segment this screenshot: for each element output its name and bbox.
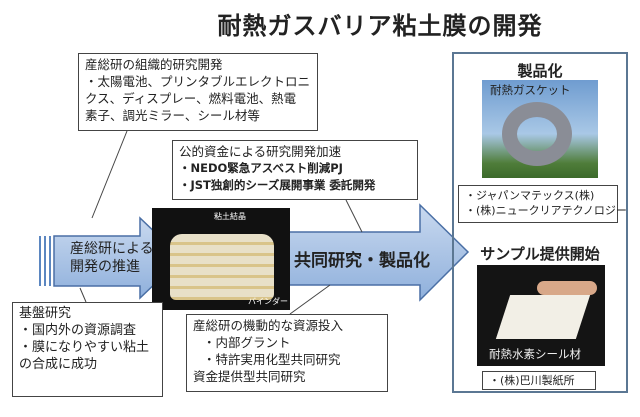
basic-research-line: ・国内外の資源調査 xyxy=(19,323,137,338)
gasket-label: 耐熱ガスケット xyxy=(490,83,571,97)
clay-crystal-label: 粘土結晶 xyxy=(214,212,246,221)
company-item: ・(株)ニュークリアテクノロジー xyxy=(465,204,627,217)
binder-label: バインダー xyxy=(248,297,288,306)
page-title: 耐熱ガスバリア粘土膜の開発 xyxy=(217,12,543,40)
public-funding-line: ・JST独創的シーズ展開事業 委託開発 xyxy=(179,178,376,192)
left-arrow-line: 開発の推進 xyxy=(70,259,140,275)
product-heading: 製品化 xyxy=(517,62,563,80)
org-research-line: ・太陽電池、プリンタブルエレクトロニ xyxy=(85,74,311,89)
resource-input-line: 資金提供型共同研究 xyxy=(193,369,306,384)
org-research-line: 素子、調光ミラー、シール材等 xyxy=(85,108,260,123)
gasket-photo: 耐熱ガスケット xyxy=(482,80,598,178)
basic-research-box: 基盤研究 ・国内外の資源調査 ・膜になりやすい粘土 の合成に成功 xyxy=(12,302,163,397)
productization-panel: 製品化 耐熱ガスケット ・ジャパンマテックス(株) ・(株)ニュークリアテクノロ… xyxy=(452,52,628,393)
basic-research-heading: 基盤研究 xyxy=(19,306,72,321)
company-item: ・ジャパンマテックス(株) xyxy=(465,189,595,202)
gasket-ring xyxy=(502,102,572,166)
company-item: ・(株)巴川製紙所 xyxy=(489,374,575,387)
product-companies-box: ・ジャパンマテックス(株) ・(株)ニュークリアテクノロジー xyxy=(458,185,627,223)
seal-photo: 耐熱水素シール材 xyxy=(477,265,605,366)
resource-input-box: 産総研の機動的な資源投入 ・内部グラント ・特許実用化型共同研究 資金提供型共同… xyxy=(186,314,388,392)
public-funding-box: 公的資金による研究開発加速 ・NEDO緊急アスベスト削減PJ ・JST独創的シー… xyxy=(172,140,418,200)
sample-heading: サンプル提供開始 xyxy=(480,245,600,263)
resource-input-heading: 産総研の機動的な資源投入 xyxy=(193,318,344,333)
public-funding-line: ・NEDO緊急アスベスト削減PJ xyxy=(179,161,343,175)
clay-photo: 粘土結晶 バインダー xyxy=(152,208,290,310)
left-arrow-line: 産総研による xyxy=(70,241,154,257)
basic-research-line: ・膜になりやすい粘土 xyxy=(19,340,150,355)
basic-research-line: の合成に成功 xyxy=(19,357,98,372)
connector-lines xyxy=(79,130,363,315)
seal-label: 耐熱水素シール材 xyxy=(489,347,581,361)
left-arrow-stripes xyxy=(39,236,51,286)
left-arrow-label: 産総研による 開発の推進 xyxy=(70,240,154,276)
public-funding-heading: 公的資金による研究開発加速 xyxy=(179,144,342,159)
resource-input-line: ・内部グラント xyxy=(203,335,291,350)
main-arrow-label: 共同研究・製品化 xyxy=(294,251,430,271)
sample-companies-box: ・(株)巴川製紙所 xyxy=(482,371,596,390)
org-research-box: 産総研の組織的研究開発 ・太陽電池、プリンタブルエレクトロニ クス、ディスプレー… xyxy=(78,53,318,131)
org-research-line: クス、ディスプレー、燃料電池、熱電 xyxy=(85,91,297,106)
main-arrow-shape xyxy=(283,203,470,302)
resource-input-line: ・特許実用化型共同研究 xyxy=(203,352,341,367)
org-research-heading: 産総研の組織的研究開発 xyxy=(85,57,223,72)
